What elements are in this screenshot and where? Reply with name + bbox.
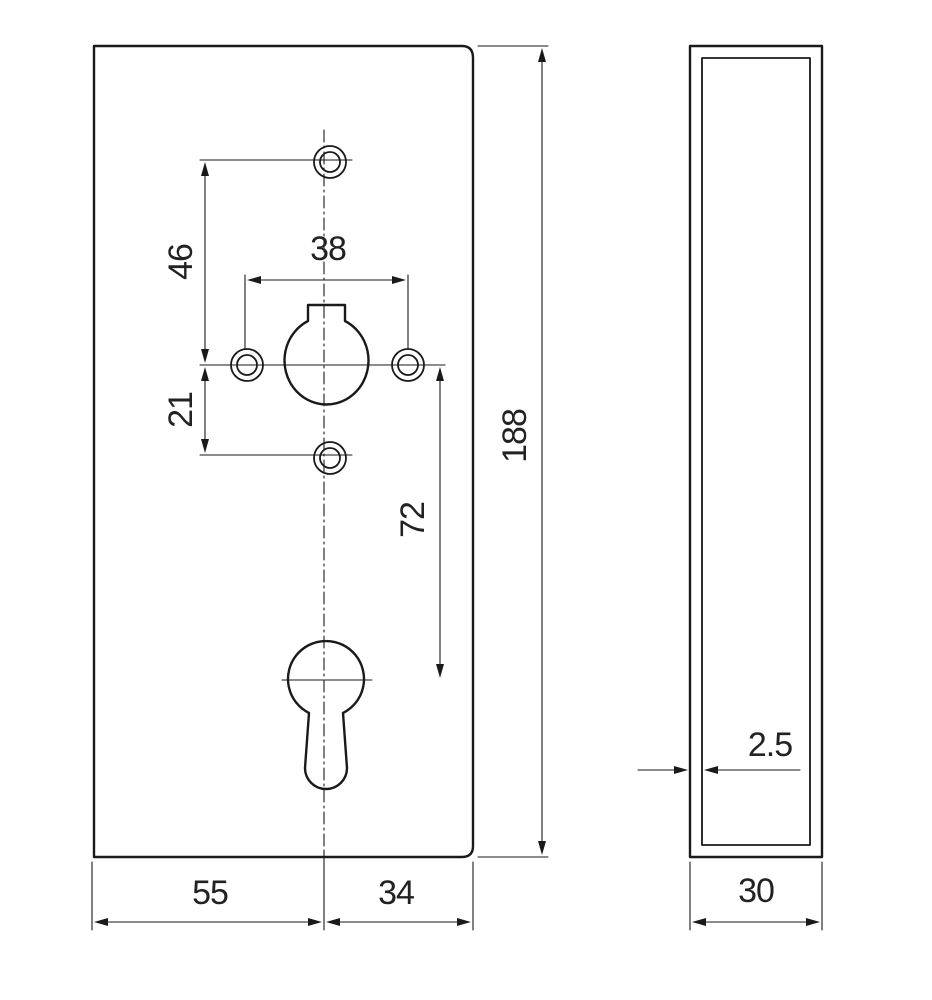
- dim-34-label: 34: [378, 874, 414, 912]
- cylinder-cutout: [286, 639, 366, 791]
- dim-188-label: 188: [496, 409, 534, 463]
- screw-hole-left: [230, 348, 264, 382]
- dim-38-label: 38: [310, 230, 346, 268]
- dim-55-label: 55: [192, 874, 228, 912]
- side-outer-wall: [688, 44, 824, 859]
- dim-30-label: 30: [738, 872, 774, 910]
- side-view: [688, 44, 824, 859]
- screw-hole-bottom: [313, 441, 347, 475]
- dim-2-5-label: 2.5: [748, 726, 792, 764]
- side-inner-wall: [701, 57, 811, 846]
- front-dimensions: 46 38 21 72 188 55: [91, 45, 549, 931]
- side-dimensions: 2.5 30: [637, 726, 823, 931]
- dim-72-label: 72: [394, 502, 432, 538]
- plate-outline: [92, 44, 475, 859]
- screw-hole-right: [391, 348, 425, 382]
- front-view: [92, 44, 475, 859]
- screw-hole-top: [313, 145, 347, 179]
- dim-21-label: 21: [162, 392, 200, 428]
- spindle-hole: [283, 303, 370, 406]
- dim-46-label: 46: [162, 244, 200, 280]
